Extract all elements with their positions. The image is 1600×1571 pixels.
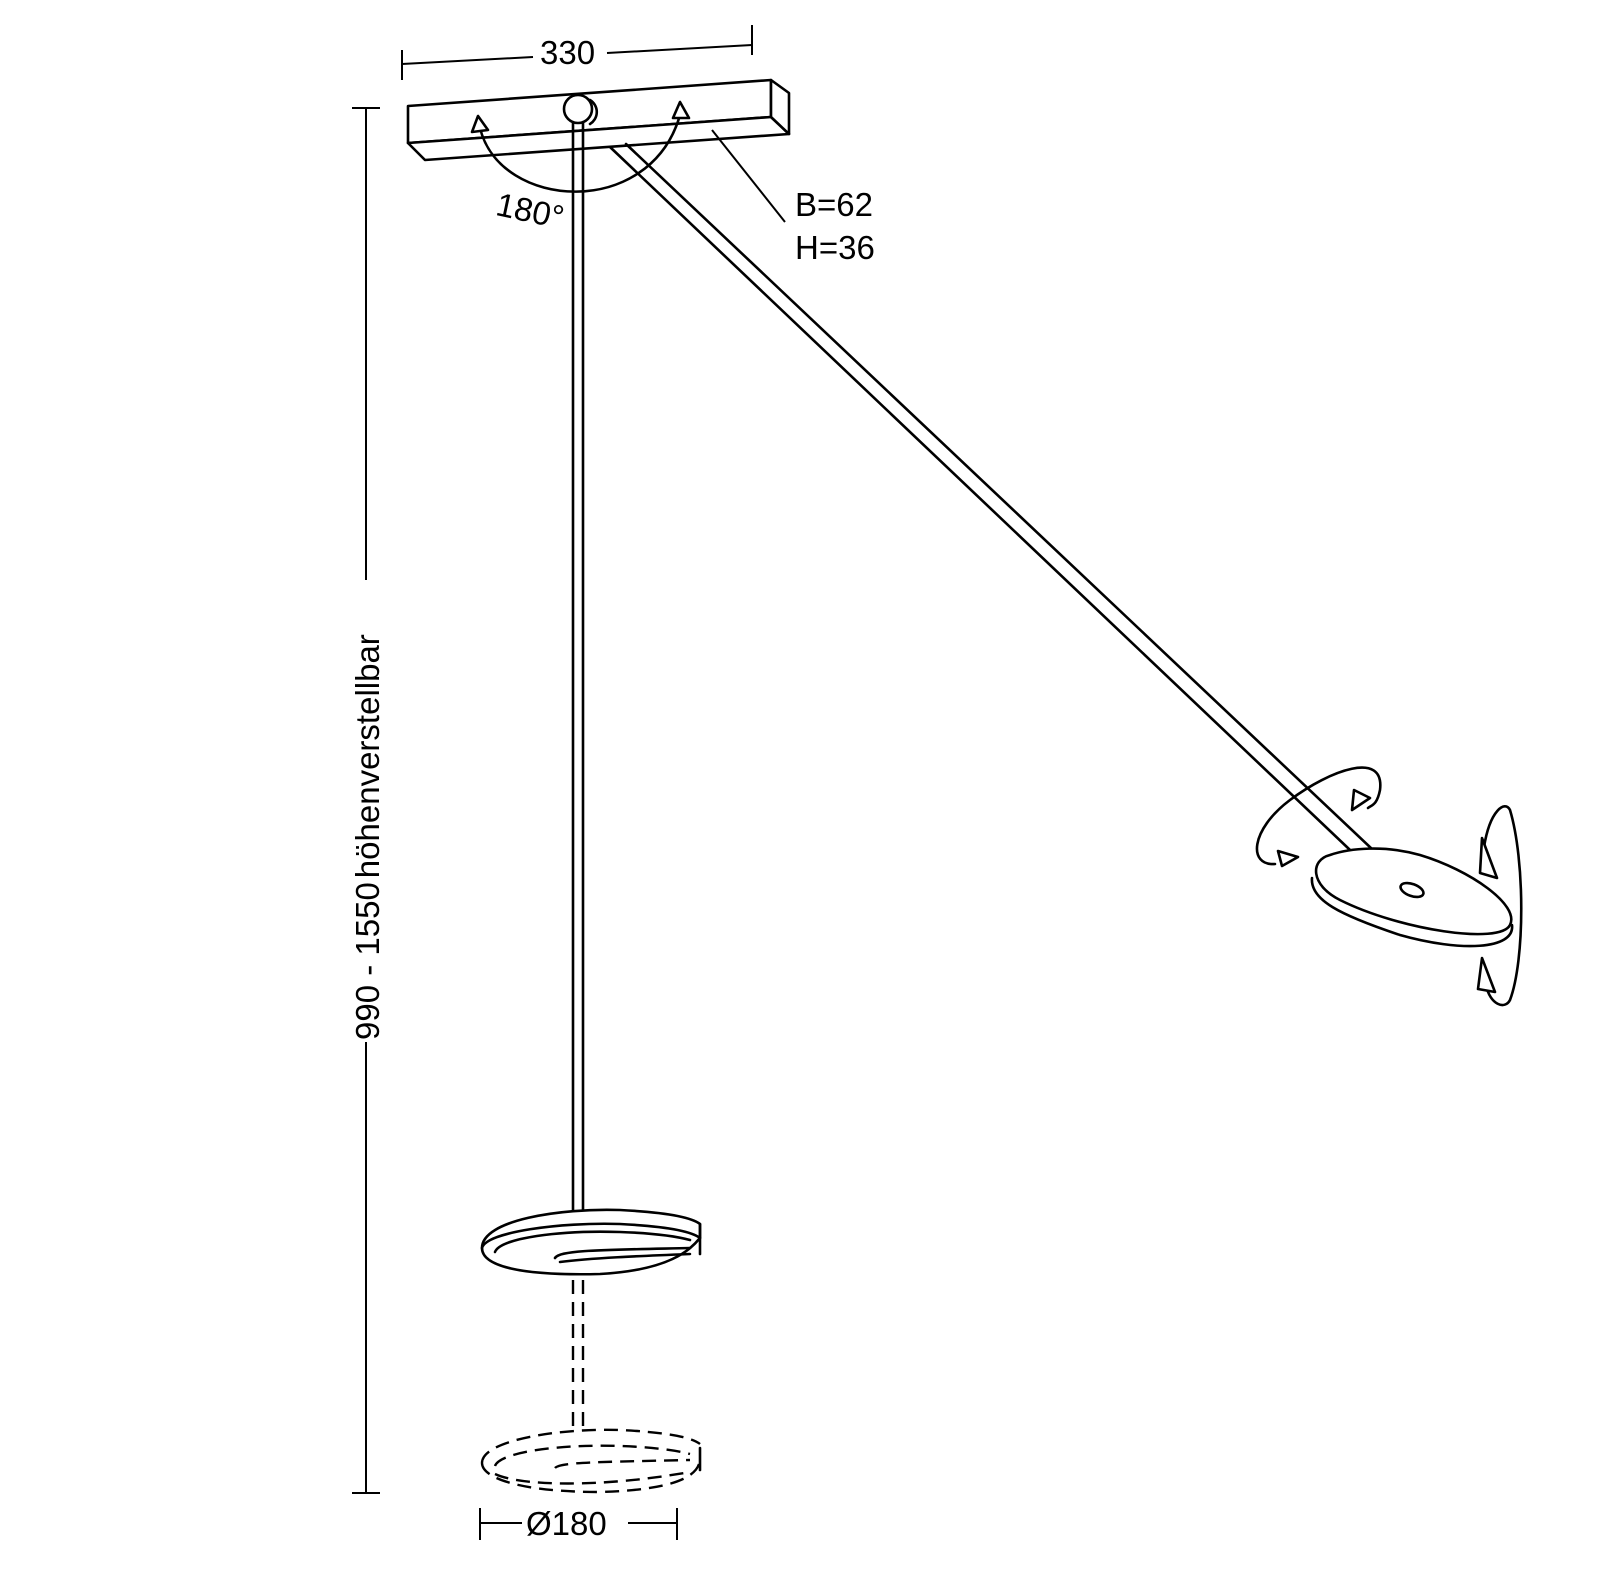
head-bar xyxy=(406,78,791,162)
width-dimension: 330 xyxy=(401,25,753,80)
height-range-label: 990 - 1550 xyxy=(349,882,386,1040)
base-upper xyxy=(480,1208,702,1276)
cross-section-height-label: H=36 xyxy=(795,229,875,266)
rotation-angle-label: 180° xyxy=(493,185,567,235)
pivot-joint xyxy=(562,93,594,125)
height-adjustable-label: höhenverstellbar xyxy=(349,634,386,878)
arm-rotation-arrow xyxy=(1255,766,1382,866)
lamp-head xyxy=(1255,766,1523,1007)
tilt-rotation-arrow xyxy=(1482,805,1523,1007)
svg-text:990 - 1550höhenverstellbar: 990 - 1550 höhenverstellbar xyxy=(349,634,386,1040)
base-diameter-label: Ø180 xyxy=(526,1505,607,1542)
base-lower-dashed xyxy=(480,1428,702,1494)
height-dimension: 990 - 1550 höhenverstellbar xyxy=(349,107,386,1494)
base-diameter-dimension: Ø180 xyxy=(479,1505,678,1542)
pole-extension-dashed xyxy=(571,1280,585,1430)
rotation-indicator: 180° xyxy=(470,100,691,236)
cross-section-callout: B=62 H=36 xyxy=(711,129,875,266)
diagonal-arm xyxy=(608,142,1410,889)
cross-section-width-label: B=62 xyxy=(795,186,873,223)
width-label: 330 xyxy=(540,34,595,71)
vertical-pole xyxy=(571,120,585,1220)
